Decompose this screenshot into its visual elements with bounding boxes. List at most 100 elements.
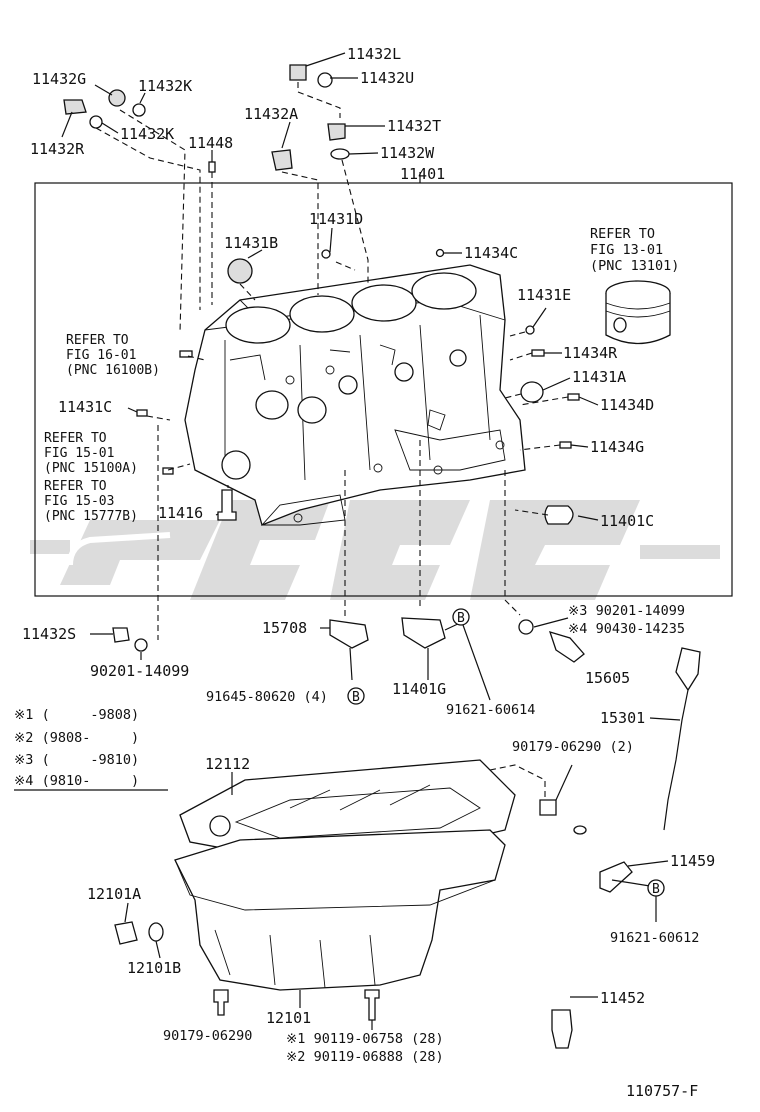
label-11432A: 11432A [244, 105, 298, 123]
b-marker-lower-text: B [652, 882, 660, 897]
label-11434D: 11434D [600, 396, 654, 414]
label-11432G: 11432G [32, 70, 86, 88]
ref-13-line3: (PNC 13101) [590, 258, 679, 274]
legend-line-4: ※4 (9810- ) [14, 773, 139, 789]
oil-pan-gasket-12112 [179, 759, 516, 856]
label-91621-60614: 91621-60614 [446, 702, 535, 718]
label-ref4-90430: ※4 90430-14235 [568, 621, 685, 637]
dipstick-15301 [649, 647, 701, 831]
label-11432W: 11432W [380, 144, 435, 162]
label-11431B: 11431B [224, 234, 278, 252]
dashed-projection-lines [95, 82, 569, 800]
sensor-11401G [401, 617, 446, 649]
washer-11432W [330, 148, 350, 160]
sensor-15708 [329, 619, 369, 649]
legend-line-2: ※2 (9808- ) [14, 730, 139, 746]
label-ref2-90119: ※2 90119-06888 (28) [286, 1049, 444, 1065]
label-15708: 15708 [262, 619, 307, 637]
washer-11432U [317, 72, 333, 88]
label-11401: 11401 [400, 165, 445, 183]
dipstick-guide-11452 [551, 825, 598, 1049]
piston-reference [605, 280, 671, 345]
cylinder-block [184, 264, 526, 526]
plug-11432G [108, 89, 126, 107]
leader-12101B [155, 940, 161, 959]
plug-11431B [227, 258, 253, 284]
label-11431C: 11431C [58, 398, 112, 416]
label-90179-06290: 90179-06290 [163, 1028, 252, 1044]
label-12101: 12101 [266, 1009, 311, 1027]
plug-11431D [321, 249, 331, 259]
leader-90179-upper [555, 764, 573, 801]
plug-11432R [63, 99, 87, 115]
label-11452: 11452 [600, 989, 645, 1007]
switch-15605 [548, 631, 585, 663]
label-11432U: 11432U [360, 69, 414, 87]
watermark-logo [30, 500, 720, 600]
plug-11432A [271, 149, 293, 171]
pin-16100B [179, 350, 193, 358]
label-11432K-mid: 11432K [120, 125, 174, 143]
plug-11432T [327, 123, 346, 141]
pin-11431C [136, 409, 148, 417]
bolt-11416 [217, 489, 237, 521]
label-11434R: 11434R [563, 344, 618, 362]
label-15605: 15605 [585, 669, 630, 687]
label-11432K-top: 11432K [138, 77, 192, 95]
pin-11434R [531, 349, 545, 357]
clamp-11459 [599, 861, 633, 893]
ref-16-line1: REFER TO [66, 333, 129, 348]
pipe-15777B-fill [67, 532, 171, 566]
washer-11432K-mid [89, 115, 103, 129]
label-11432R: 11432R [30, 140, 85, 158]
label-91645-80620: 91645-80620 (4) [206, 689, 328, 705]
plug-11432S [112, 627, 130, 643]
legend-line-3: ※3 ( -9810) [14, 752, 139, 768]
ref-13-line2: FIG 13-01 [590, 242, 663, 258]
label-12101A: 12101A [87, 885, 141, 903]
bolt-90179-upper [539, 799, 557, 816]
label-11434C: 11434C [464, 244, 518, 262]
pin-15100A [162, 467, 174, 475]
leader-91621-614 [462, 624, 491, 701]
plug-11401C [544, 505, 574, 525]
b-marker-left [347, 687, 365, 705]
label-ref1-90119: ※1 90119-06758 (28) [286, 1031, 444, 1047]
plug-11431A [520, 381, 544, 403]
label-11459: 11459 [670, 852, 715, 870]
pin-11434G [559, 441, 572, 449]
washer-90201-ref3 [518, 619, 534, 635]
plug-11432L [289, 64, 307, 81]
block-assembly-frame [34, 182, 733, 597]
dowel-11448 [208, 161, 216, 173]
label-11401C: 11401C [600, 512, 654, 530]
label-12112: 12112 [205, 755, 250, 773]
leader-12101A [124, 902, 129, 923]
label-15301: 15301 [600, 709, 645, 727]
plug-11431E [525, 325, 535, 335]
ref-1501-line2: FIG 15-01 [44, 446, 114, 461]
label-11432L: 11432L [347, 45, 401, 63]
leader-b-lower [611, 879, 651, 887]
label-90179-06290-2: 90179-06290 (2) [512, 739, 634, 755]
label-91621-60612: 91621-60612 [610, 930, 699, 946]
ref-1503-line2: FIG 15-03 [44, 494, 114, 509]
label-11432S: 11432S [22, 625, 76, 643]
sensor-15708-lead [349, 647, 353, 681]
b-marker-left-text: B [352, 690, 360, 705]
bolt-90119 [364, 989, 380, 1021]
washer-90201-left [134, 638, 148, 652]
label-12101B: 12101B [127, 959, 181, 977]
ref-1503-line1: REFER TO [44, 479, 107, 494]
b-marker-upper-text: B [457, 611, 465, 626]
label-11434G: 11434G [590, 438, 644, 456]
ref-13-line1: REFER TO [590, 226, 655, 242]
bolt-90179-lower [213, 989, 229, 1016]
label-ref3-90201: ※3 90201-14099 [568, 603, 685, 619]
label-11416: 11416 [158, 504, 203, 522]
washer-11432K-top [132, 103, 146, 117]
label-11432T: 11432T [387, 117, 441, 135]
washer-12101B [148, 922, 164, 942]
label-11401G: 11401G [392, 680, 446, 698]
